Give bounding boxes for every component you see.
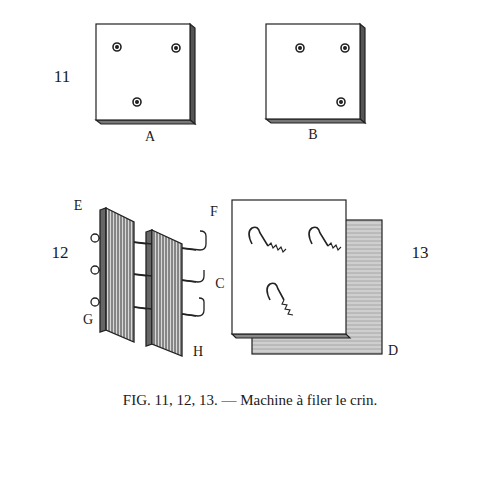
figure-number: 13: [412, 244, 429, 261]
hole: [341, 44, 349, 52]
hole: [344, 47, 347, 50]
hook: [249, 227, 268, 246]
plates-side-view: [91, 208, 206, 356]
wire: [134, 274, 152, 276]
figure-caption: FIG. 11, 12, 13. — Machine à filer le cr…: [0, 392, 500, 409]
part-letter: A: [145, 130, 155, 144]
plate-edge: [190, 24, 195, 124]
hole: [133, 98, 141, 106]
end-hook: [182, 298, 204, 316]
end-hook: [182, 231, 206, 250]
hook: [267, 283, 284, 300]
figure-number: 12: [52, 244, 69, 261]
hook: [309, 227, 328, 246]
twisted-hair: [268, 243, 286, 252]
hole: [337, 98, 345, 106]
part-letter: E: [74, 199, 83, 213]
wire: [134, 242, 152, 244]
hole: [172, 44, 180, 52]
hole: [116, 46, 119, 49]
part-letter: C: [215, 277, 224, 291]
hole: [113, 43, 121, 51]
eye-hook: [91, 234, 99, 242]
part-letter: G: [83, 313, 93, 327]
plate-edge: [232, 334, 350, 338]
plate-face: [96, 24, 190, 120]
part-letter: B: [308, 128, 317, 142]
wire: [134, 307, 152, 309]
plates-c-d: [232, 200, 382, 354]
twisted-hair: [328, 243, 341, 250]
eye-hook: [91, 298, 99, 306]
plate-a: [96, 24, 195, 124]
plate: [106, 208, 134, 342]
plate-edge: [100, 208, 106, 332]
plate-edge: [146, 230, 152, 346]
hole: [299, 47, 302, 50]
hole: [175, 47, 178, 50]
end-hook: [182, 270, 204, 282]
twisted-hair: [282, 300, 293, 315]
eye-hook: [91, 266, 99, 274]
plate-b: [266, 24, 365, 123]
hole: [136, 101, 139, 104]
plate-c: [232, 200, 346, 334]
part-letter: H: [193, 345, 203, 359]
plate: [152, 230, 182, 356]
hole: [296, 44, 304, 52]
hole: [340, 101, 343, 104]
figure-number: 11: [54, 68, 70, 85]
plate-edge: [360, 24, 365, 123]
part-letter: D: [388, 344, 398, 358]
part-letter: F: [210, 205, 218, 219]
plate-face: [266, 24, 360, 119]
